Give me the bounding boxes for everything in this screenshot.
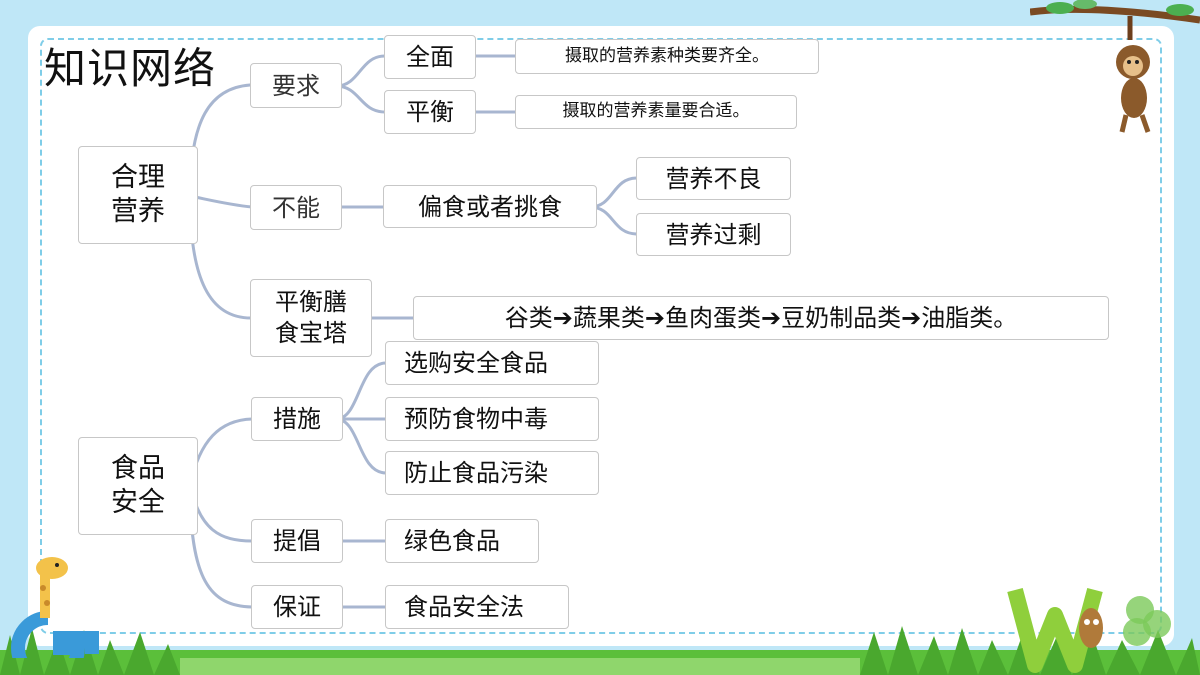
node-cuoshi: 措施 (251, 397, 343, 441)
node-spaqf: 食品安全法 (385, 585, 569, 629)
node-quanmian-desc: 摄取的营养素种类要齐全。 (515, 39, 819, 74)
node-yaoqiu: 要求 (250, 63, 342, 108)
node-pagoda: 谷类➔蔬果类➔鱼肉蛋类➔豆奶制品类➔油脂类。 (413, 296, 1109, 340)
node-tichang: 提倡 (251, 519, 343, 563)
node-yufang: 预防食物中毒 (385, 397, 599, 441)
letter-w-clover-illustration (1007, 587, 1171, 673)
node-fangzhi: 防止食品污染 (385, 451, 599, 495)
node-lvse: 绿色食品 (385, 519, 539, 563)
page-title: 知识网络 (44, 44, 217, 93)
node-yygs: 营养过剩 (636, 213, 791, 256)
node-xuangou: 选购安全食品 (385, 341, 599, 385)
node-pingheng-desc: 摄取的营养素量要合适。 (515, 95, 797, 129)
node-hlyy-line2: 营养 (111, 196, 165, 227)
node-baozheng: 保证 (251, 585, 343, 629)
node-spaq: 食品 安全 (78, 437, 198, 535)
node-yybl: 营养不良 (636, 157, 791, 200)
node-spaq-line2: 安全 (111, 487, 165, 518)
node-hlyy: 合理 营养 (78, 146, 198, 244)
node-pyst-line2: 食宝塔 (275, 319, 347, 347)
giraffe-letter-g-illustration (11, 557, 99, 658)
node-pianshi: 偏食或者挑食 (383, 185, 597, 228)
node-spaq-line1: 食品 (111, 453, 165, 485)
monkey-on-branch-illustration (1030, 0, 1200, 133)
node-pingheng: 平衡 (384, 90, 476, 134)
node-pyst: 平衡膳 食宝塔 (250, 279, 372, 357)
node-buneng: 不能 (250, 185, 342, 230)
node-hlyy-line1: 合理 (111, 162, 165, 194)
node-pyst-line1: 平衡膳 (275, 287, 347, 316)
node-quanmian: 全面 (384, 35, 476, 79)
